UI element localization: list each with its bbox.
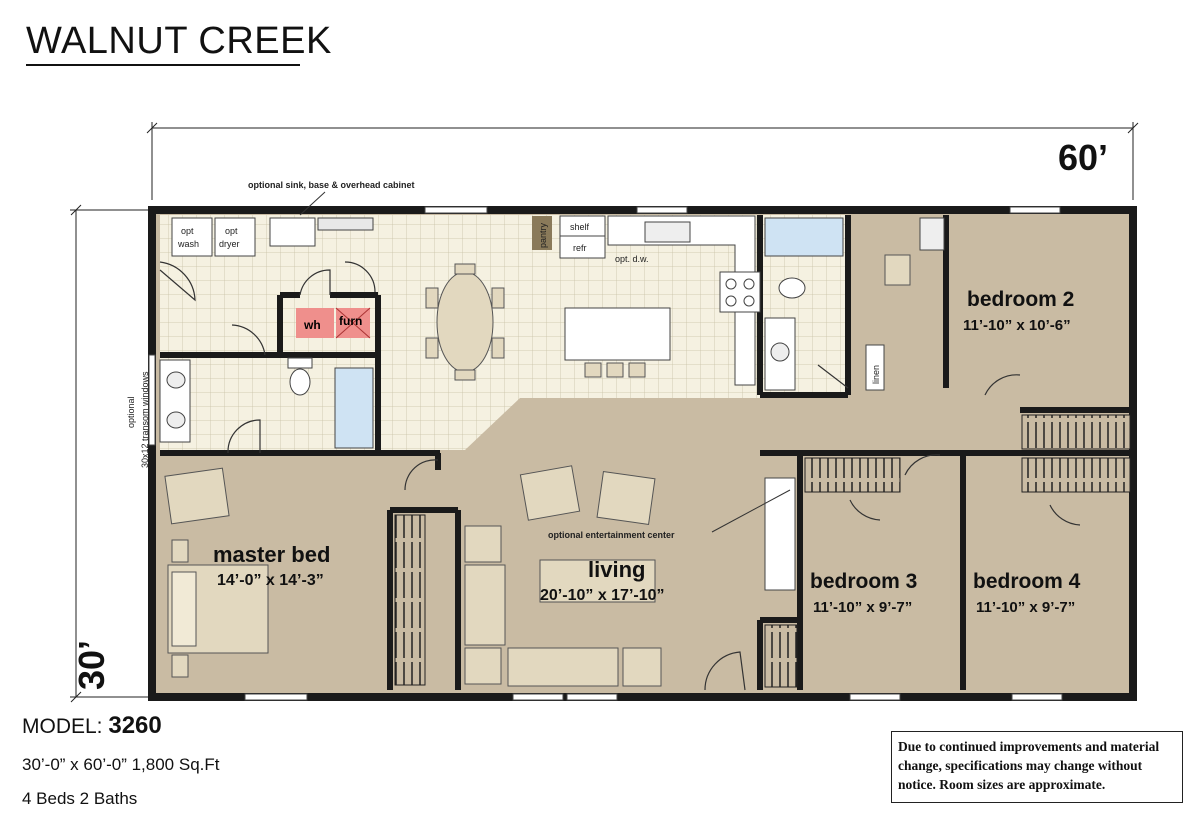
living-armchair-1: [519, 465, 581, 521]
master-toilet: [289, 368, 311, 396]
hall-sink: [770, 342, 790, 362]
dryer-label-1: opt: [225, 226, 238, 236]
width-label: 60’: [1058, 137, 1108, 178]
dryer-label-2: dryer: [219, 239, 240, 249]
hall-tub: [764, 217, 844, 257]
wh-label: wh: [303, 318, 321, 332]
bedroom-4-size: 11’-10” x 9’-7”: [976, 599, 1075, 616]
depth-label: 30’: [71, 640, 112, 690]
dishwasher-note: opt. d.w.: [615, 254, 649, 264]
water-heater: [296, 308, 334, 338]
plan-title: WALNUT CREEK: [26, 20, 332, 62]
model-beds-baths: 4 Beds 2 Baths: [22, 789, 138, 808]
sink-cabinet-note: optional sink, base & overhead cabinet: [248, 180, 415, 190]
furn-label: furn: [339, 314, 362, 328]
master-armchair: [164, 467, 230, 525]
refrigerator: [559, 235, 606, 259]
model-label: MODEL:: [22, 715, 103, 738]
sink-note-leader: [299, 191, 326, 216]
width-dimension: [146, 122, 1139, 200]
refr-label: refr: [573, 243, 587, 253]
living-loveseat: [464, 564, 506, 646]
living-name: living: [588, 557, 645, 582]
title-underline: [26, 64, 300, 66]
washer-label-2: wash: [177, 239, 199, 249]
bedroom-4-name: bedroom 4: [973, 570, 1081, 593]
living-sofa: [507, 647, 619, 687]
living-ottoman: [622, 647, 662, 687]
pantry: [532, 216, 552, 250]
entertainment-note: optional entertainment center: [548, 530, 675, 540]
disclaimer-box: Due to continued improvements and materi…: [891, 731, 1183, 803]
living-size: 20’-10” x 17’-10”: [540, 587, 665, 604]
entertainment-leader: [711, 489, 791, 533]
pantry-label: pantry: [538, 222, 548, 248]
dining-table: [436, 271, 494, 373]
hall-cabinet: [919, 217, 945, 251]
model-line: MODEL: 3260: [22, 712, 162, 740]
shelf-label: shelf: [570, 222, 590, 232]
dryer: [214, 217, 256, 257]
living-chair-2: [464, 647, 502, 685]
overhead-cabinet: [317, 217, 374, 231]
bed-pillows: [171, 571, 197, 647]
kitchen-counter: [607, 215, 756, 386]
washer-label-1: opt: [181, 226, 194, 236]
linen-closet: [865, 344, 885, 391]
washer: [171, 217, 213, 257]
island-stools: [584, 362, 646, 378]
dining-chairs: [425, 263, 505, 381]
hall-chair: [884, 254, 911, 286]
living-chair-1: [464, 525, 502, 563]
vanity-sink-2: [166, 411, 186, 429]
transom-note-1: optional: [126, 396, 136, 428]
transom-note-2: 30x12 transom windows: [140, 371, 150, 468]
windows: [148, 206, 1063, 701]
hall-toilet: [778, 277, 806, 299]
interior-walls: [160, 215, 1130, 690]
burners: [725, 278, 755, 307]
bedroom-3-size: 11’-10” x 9’-7”: [813, 599, 912, 616]
entertainment-center: [764, 477, 796, 591]
kitchen-sink: [644, 221, 691, 243]
master-toilet-tank: [287, 357, 313, 369]
depth-dimension: [70, 204, 150, 703]
nightstand-1: [171, 539, 189, 563]
vanity-sink-1: [166, 371, 186, 389]
living-armchair-2: [596, 471, 656, 525]
master-shower: [334, 367, 374, 449]
coffee-table: [539, 559, 656, 603]
door-swings: [159, 261, 1081, 691]
bedroom-2-name: bedroom 2: [967, 288, 1074, 311]
master-bed-size: 14’-0” x 14’-3”: [217, 572, 324, 589]
model-dimensions: 30’-0” x 60’-0” 1,800 Sq.Ft: [22, 755, 220, 774]
nightstand-2: [171, 654, 189, 678]
laundry-sink: [269, 217, 316, 247]
linen-label: linen: [871, 365, 881, 384]
closets: [394, 414, 1131, 688]
kitchen-island: [564, 307, 671, 361]
master-bed-name: master bed: [213, 542, 330, 567]
bedroom-2-size: 11’-10” x 10’-6”: [963, 317, 1071, 334]
bedroom-3-name: bedroom 3: [810, 570, 917, 593]
model-number: 3260: [108, 712, 162, 739]
range: [719, 271, 761, 313]
